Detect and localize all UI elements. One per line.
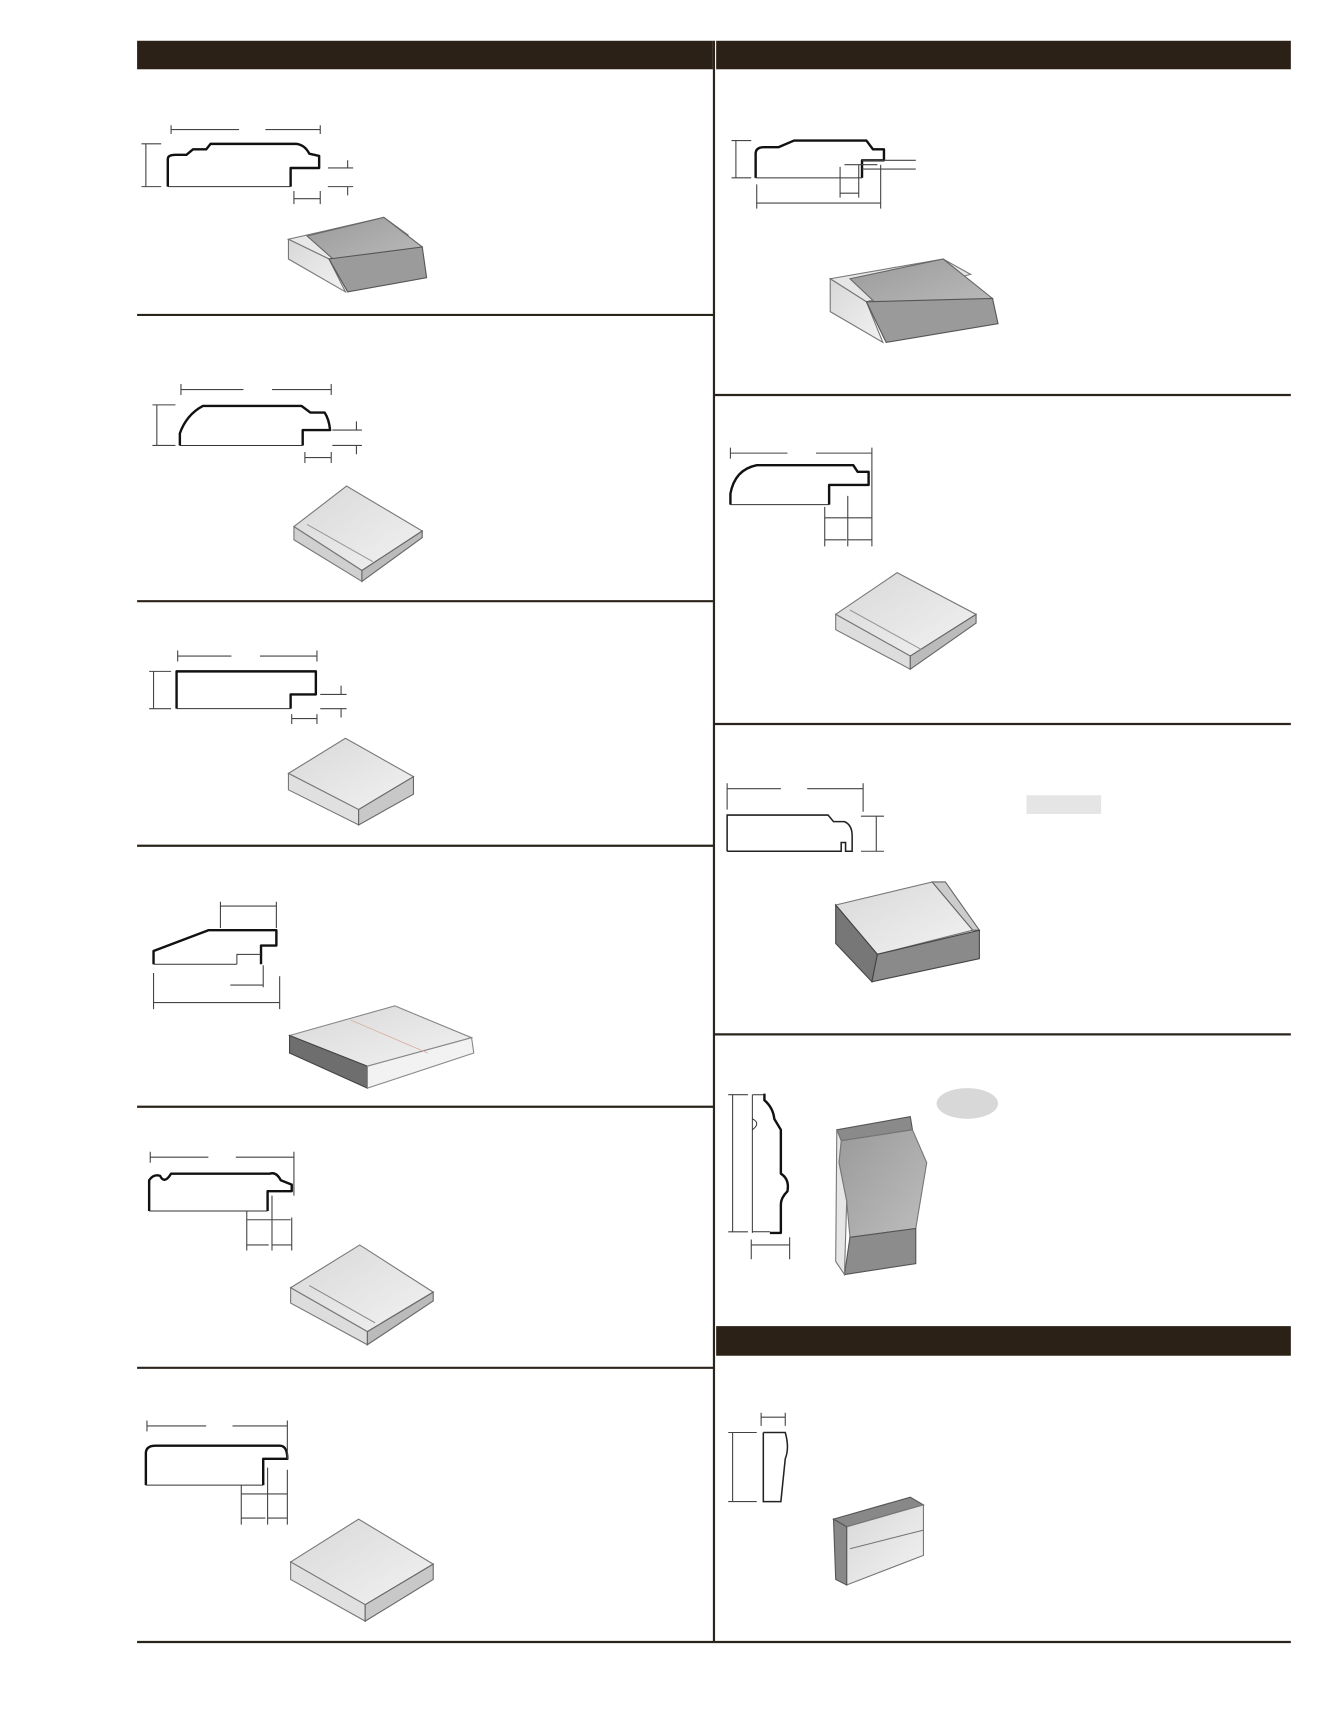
- profile-10-drawing: [728, 1088, 999, 1260]
- profile-6-block: [289, 1518, 435, 1623]
- profile-1-drawing: [141, 125, 354, 205]
- profile-8-block: [834, 572, 978, 671]
- profile-3-drawing: [149, 650, 347, 725]
- section-dividers: [137, 313, 1291, 1644]
- profile-2-block: [292, 485, 424, 583]
- right-second-header-bar: [716, 1326, 1291, 1356]
- profile-2-drawing: [152, 384, 362, 464]
- profile-11-block: [832, 1496, 925, 1586]
- profile-1-block: [286, 216, 428, 294]
- profile-9-block: [834, 881, 981, 983]
- gray-label-box: [1026, 795, 1102, 814]
- profile-5-block: [289, 1244, 435, 1346]
- profile-5-drawing: [147, 1151, 295, 1251]
- left-header-bar: [137, 40, 713, 70]
- profile-7-drawing: [731, 139, 916, 209]
- profile-9-drawing: [726, 783, 1102, 853]
- profile-7-block: [828, 258, 999, 344]
- right-header-bar: [716, 40, 1291, 70]
- profile-11-drawing: [728, 1412, 789, 1503]
- profile-6-drawing: [144, 1420, 289, 1525]
- profile-4-drawing: [152, 901, 281, 1010]
- profile-8-drawing: [729, 447, 873, 547]
- profile-3-block: [287, 737, 415, 826]
- profile-4-block: [287, 1005, 475, 1089]
- gray-oval-badge: [936, 1088, 999, 1119]
- profile-10-block: [835, 1116, 928, 1277]
